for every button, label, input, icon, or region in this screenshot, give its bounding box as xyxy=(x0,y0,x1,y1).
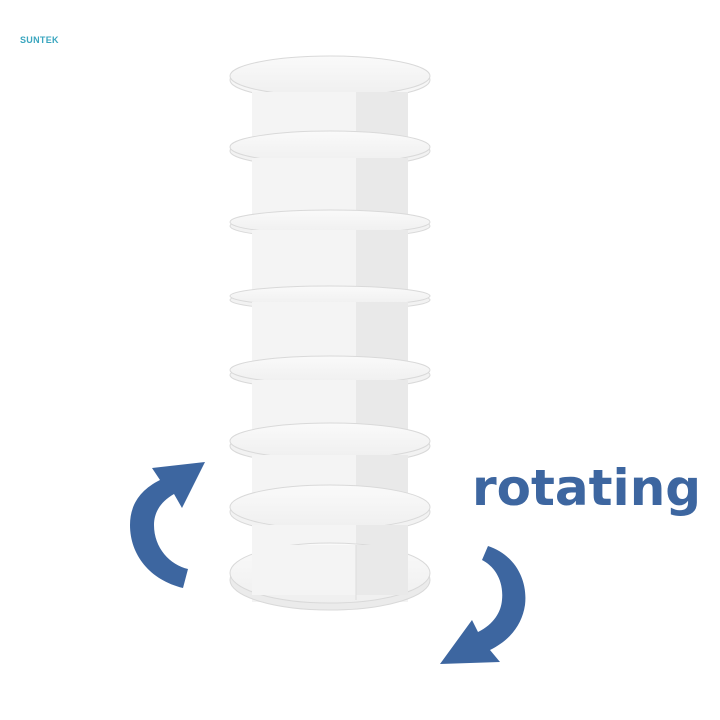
rotate-arrow-down-right-icon xyxy=(440,546,526,664)
rotate-arrow-up-left-icon xyxy=(130,462,205,588)
brand-logo: SUNTEK xyxy=(20,35,59,45)
rotating-caption: rotating xyxy=(472,459,702,517)
rack-shelves xyxy=(229,55,431,611)
